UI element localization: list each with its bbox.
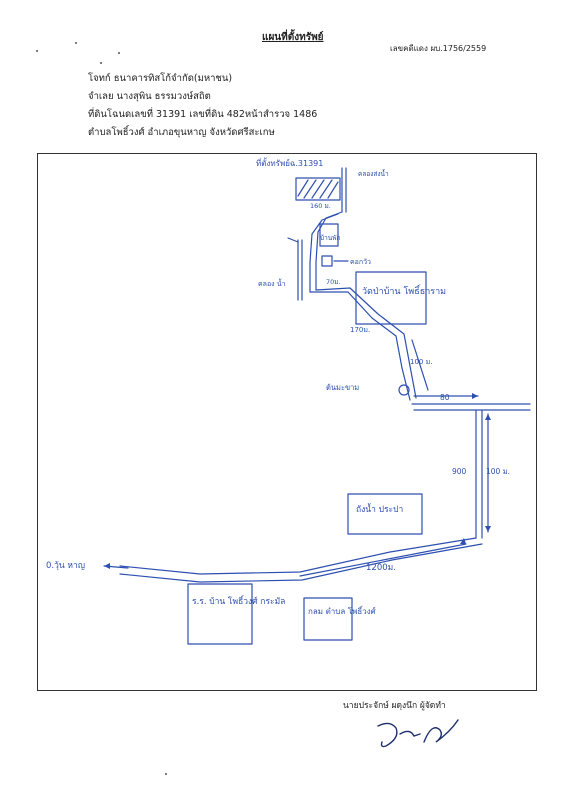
distance-160-label: 160 ม. (310, 202, 331, 210)
water-tank-box (347, 493, 423, 535)
distance-170-label: 170ม. (350, 326, 370, 334)
arrowhead (485, 526, 491, 532)
land-deed-line: ที่ดินโฉนดเลขที่ 31391 เลขที่ดิน 482หน้า… (88, 109, 318, 120)
property-label: ที่ตั้งทรัพย์ฉ.31391 (256, 157, 323, 168)
property-hatch (297, 179, 309, 197)
distance-900-label: 900 (452, 467, 467, 476)
school-label: ร.ร. บ้าน โพธิ์วงศ์ กระมัล (192, 595, 285, 607)
to-khunhan-label: 0.วุ้น หาญ (46, 560, 85, 571)
house-label: บ้านพัก (320, 234, 341, 242)
canal-label: คลองส่งน้ำ (358, 169, 389, 178)
arrowhead (472, 393, 478, 399)
distance-70-label: 70ม. (326, 278, 341, 286)
plaintiff-line: โจทก์ ธนาคารทิสโก้จำกัด(มหาชน) (88, 73, 233, 84)
long-road (119, 543, 483, 583)
office-box (303, 597, 353, 641)
scan-speck (118, 52, 120, 54)
long-road (119, 537, 477, 575)
scan-speck (36, 50, 38, 52)
dimension-line (299, 543, 467, 577)
arrowhead (485, 414, 491, 420)
arrowhead (104, 563, 110, 569)
distance-100b-label: 100 ม. (486, 467, 510, 476)
defendant-line: จำเลย นางสุพิน ธรรมวงษ์สถิต (88, 91, 211, 102)
case-reference-number: เลขคดีแดง ผบ.1756/2559 (390, 44, 487, 53)
distance-80-label: 80 (440, 393, 450, 402)
map-frame (37, 153, 537, 691)
tree-label: ต้นมะขาม (326, 383, 359, 392)
handwritten-signature-icon (377, 719, 459, 748)
property-hatch (303, 179, 317, 199)
distance-1200-label: 1200ม. (366, 563, 396, 573)
left-canal-label: คลอง น้ำ (258, 277, 286, 288)
scan-speck (165, 773, 167, 775)
school-box (187, 583, 253, 645)
access-road (309, 213, 339, 293)
cow-pen-label: คอกวัว (350, 258, 371, 266)
house-box (319, 223, 339, 247)
preparer-caption: นายประจักษ์ ผดุงนึก ผู้จัดทำ (343, 701, 446, 711)
main-road (315, 287, 417, 399)
subdistrict-office-label: กลม ตำบล โพธิ์วงศ์ (308, 605, 376, 616)
tree-mark (398, 384, 410, 396)
scan-speck (100, 62, 102, 64)
temple-plot (355, 271, 427, 325)
water-tank-label: ถังน้ำ ประปา (356, 503, 403, 515)
temple-label: วัดป่าบ้าน โพธิ์ธาราม (362, 284, 446, 297)
left-canal-mark (287, 237, 299, 243)
main-road (309, 291, 411, 401)
scan-speck (75, 42, 77, 44)
distance-100-label: 100 ม. (410, 358, 432, 366)
property-hatch (311, 179, 325, 199)
property-hatch (327, 181, 339, 199)
arrowhead (460, 538, 466, 544)
cow-pen-box (321, 255, 333, 267)
property-plot (295, 177, 341, 201)
document-title: แผนที่ตั้งทรัพย์ (262, 32, 324, 43)
property-hatch (319, 179, 333, 199)
location-line: ตำบลโพธิ์วงศ์ อำเภอขุนหาญ จังหวัดศรีสะเก… (88, 127, 275, 138)
dimension-line (411, 339, 429, 391)
